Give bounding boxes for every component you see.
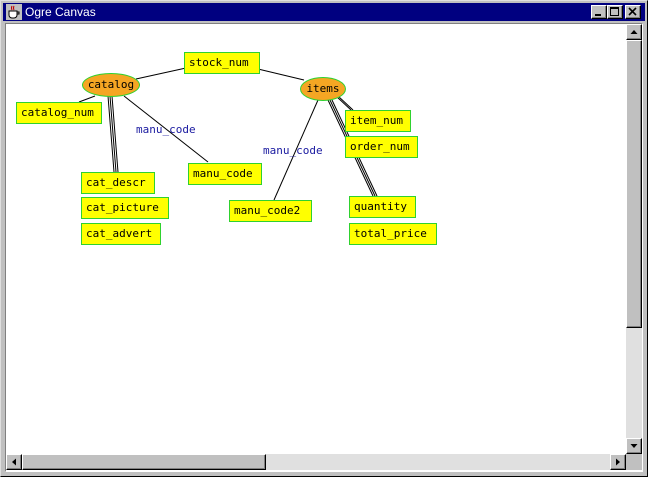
arrow-up-icon [630, 30, 638, 34]
edge-items-item-num [335, 95, 352, 111]
edge-stock-items [257, 68, 305, 81]
minimize-icon [595, 14, 601, 16]
node-catalog-num[interactable]: catalog_num [16, 102, 102, 124]
node-total-price[interactable]: total_price [349, 223, 437, 245]
scroll-right-button[interactable] [610, 454, 626, 470]
vertical-scrollbar[interactable] [626, 24, 642, 454]
scroll-left-button[interactable] [6, 454, 22, 470]
node-item-num[interactable]: item_num [345, 110, 411, 132]
maximize-button[interactable] [607, 5, 623, 19]
window-title: Ogre Canvas [25, 5, 96, 19]
edge-stock-catalog [135, 67, 187, 80]
edge-items-item-num-b [337, 95, 354, 111]
edge-items-manu-code2 [273, 99, 319, 201]
edge-label-manu-code-items: manu_code [263, 144, 323, 157]
node-quantity[interactable]: quantity [349, 196, 416, 218]
node-order-num[interactable]: order_num [345, 136, 418, 158]
node-catalog[interactable]: catalog [82, 73, 140, 97]
vertical-scroll-thumb[interactable] [626, 40, 642, 328]
diagram-edges [78, 67, 378, 201]
maximize-icon [610, 7, 619, 16]
node-items[interactable]: items [300, 77, 346, 101]
edge-catalog-cat-descr-a [107, 95, 115, 173]
horizontal-scroll-thumb[interactable] [22, 454, 266, 470]
scroll-down-button[interactable] [626, 438, 642, 454]
scroll-up-button[interactable] [626, 24, 642, 40]
title-bar[interactable]: Ogre Canvas [3, 3, 645, 21]
node-cat-descr[interactable]: cat_descr [81, 172, 155, 194]
node-cat-advert[interactable]: cat_advert [81, 223, 161, 245]
node-manu-code[interactable]: manu_code [188, 163, 262, 185]
horizontal-scrollbar[interactable] [6, 454, 626, 470]
close-button[interactable] [625, 5, 641, 19]
diagram-canvas[interactable]: stock_num catalog items catalog_num item… [6, 24, 626, 454]
edge-catalog-cat-descr-c [111, 95, 119, 173]
arrow-left-icon [12, 458, 16, 466]
edge-catalog-manu-code [123, 95, 209, 163]
node-cat-picture[interactable]: cat_picture [81, 197, 169, 219]
close-icon [628, 7, 637, 16]
edge-label-manu-code: manu_code [136, 123, 196, 136]
scrollbar-corner [626, 454, 642, 470]
node-manu-code2[interactable]: manu_code2 [229, 200, 312, 222]
arrow-right-icon [616, 458, 620, 466]
edge-catalog-cat-descr-b [109, 95, 117, 173]
java-cup-icon[interactable] [6, 4, 22, 20]
edge-catalog-catalog-num [78, 95, 96, 103]
node-stock-num[interactable]: stock_num [184, 52, 260, 74]
minimize-button[interactable] [591, 5, 607, 19]
arrow-down-icon [630, 444, 638, 448]
